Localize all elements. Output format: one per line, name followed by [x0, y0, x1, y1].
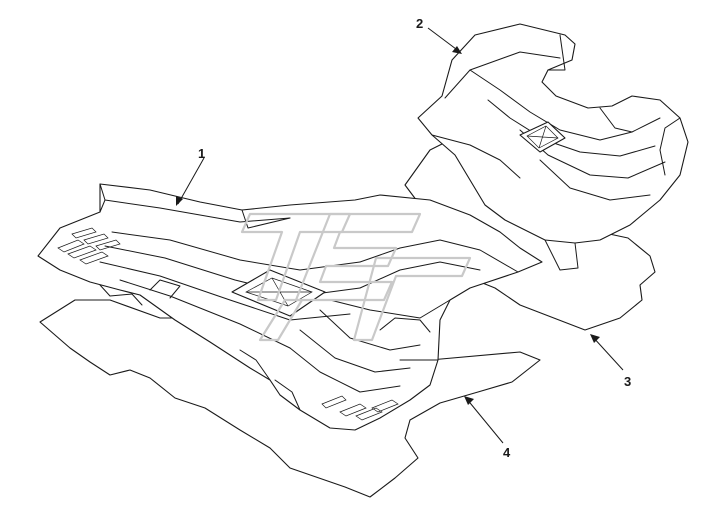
floor-mat-rear [417, 23, 689, 271]
watermark-logo [240, 212, 472, 342]
callout-2: 2 [416, 16, 423, 31]
callout-3: 3 [624, 374, 631, 389]
callout-1: 1 [198, 146, 205, 161]
floor-mat-front [37, 183, 543, 431]
leader-lines [176, 27, 624, 444]
callout-4: 4 [503, 445, 511, 460]
